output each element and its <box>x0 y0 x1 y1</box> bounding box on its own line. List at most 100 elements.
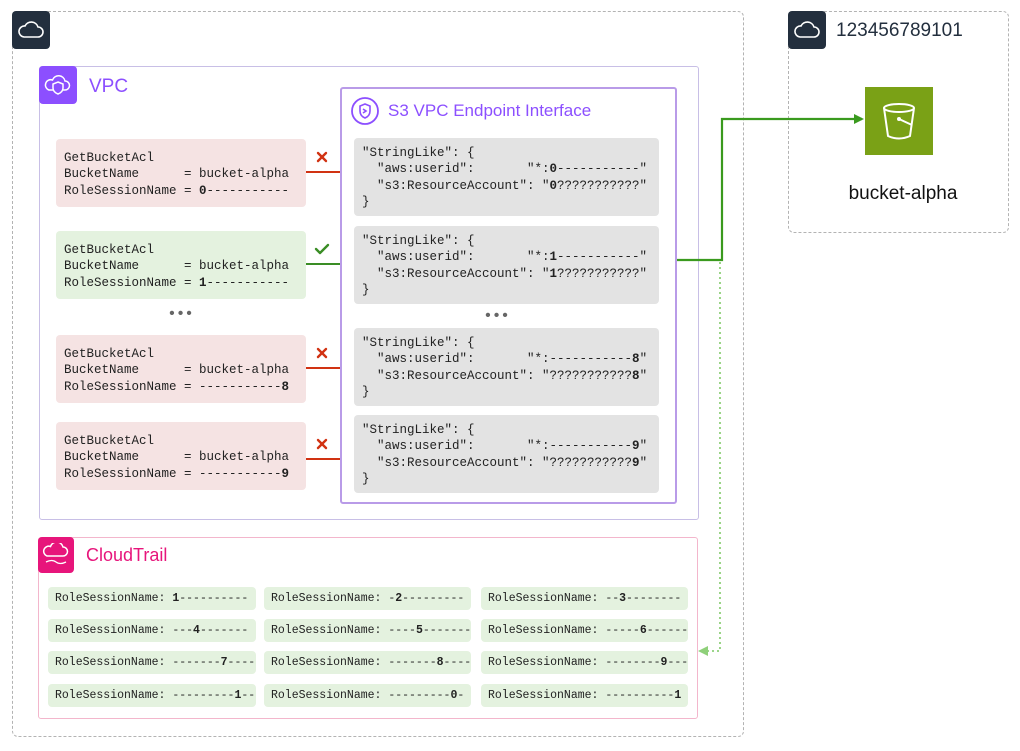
s3-bucket-badge <box>865 87 933 155</box>
log-entry: RoleSessionName: --3-------- <box>481 587 688 610</box>
account-digit: 9 <box>632 455 640 470</box>
policy-account: "s3:ResourceAccount": "???????????9" <box>362 455 651 471</box>
account-id: 123456789101 <box>836 20 963 41</box>
allow-check-icon <box>314 243 330 255</box>
policy-account: "s3:ResourceAccount": "1???????????" <box>362 266 651 282</box>
account-digit: 1 <box>549 266 558 281</box>
log-entry: RoleSessionName: ----------1 <box>481 684 688 707</box>
cloud-icon <box>18 21 44 38</box>
request-session: RoleSessionName = 0----------- <box>64 183 298 199</box>
cloudtrail-badge <box>38 537 74 573</box>
userid-suffix: " <box>639 352 648 367</box>
endpoint-label: S3 VPC Endpoint Interface <box>388 101 592 120</box>
policy-close: } <box>362 471 370 486</box>
arrow-to-bucket <box>677 114 864 262</box>
request-bucket: BucketName = bucket-alpha <box>64 363 290 378</box>
policy-card-2: "StringLike": { "aws:userid": "*:-------… <box>354 328 659 406</box>
account-suffix: ???????????" <box>557 266 648 281</box>
requests-ellipsis: ••• <box>169 305 195 322</box>
deny-x-icon <box>316 438 328 450</box>
account-prefix: "s3:ResourceAccount": "??????????? <box>362 455 633 470</box>
session-digit: 0 <box>199 183 207 198</box>
policy-open: "StringLike": { <box>362 234 475 248</box>
account-prefix: "s3:ResourceAccount": " <box>362 178 550 193</box>
request-session: RoleSessionName = -----------8 <box>64 379 298 395</box>
cloudtrail-container <box>38 537 698 719</box>
log-entry: RoleSessionName: -------8---- <box>264 651 471 674</box>
aws-account-boundary-right <box>788 11 1009 233</box>
log-entry: RoleSessionName: ---------1-- <box>48 684 256 707</box>
policy-card-1: "StringLike": { "aws:userid": "*:1------… <box>354 226 659 304</box>
deny-x-icon <box>316 347 328 359</box>
request-bucket: BucketName = bucket-alpha <box>64 167 290 182</box>
session-suffix: ----------- <box>206 183 290 198</box>
request-bucket: BucketName = bucket-alpha <box>64 259 290 274</box>
userid-prefix: "aws:userid": "*: <box>362 162 550 177</box>
endpoint-icon <box>351 97 379 125</box>
policy-userid: "aws:userid": "*:1-----------" <box>362 249 651 265</box>
userid-digit: 9 <box>632 439 640 454</box>
bucket-label: bucket-alpha <box>848 183 958 204</box>
request-bucket: BucketName = bucket-alpha <box>64 450 290 465</box>
account-digit: 0 <box>549 178 558 193</box>
cloud-icon <box>794 21 820 38</box>
session-digit: 1 <box>199 275 207 290</box>
policy-card-0: "StringLike": { "aws:userid": "*:0------… <box>354 138 659 216</box>
account-suffix: " <box>639 368 648 383</box>
policy-userid: "aws:userid": "*:-----------9" <box>362 438 651 454</box>
policy-account: "s3:ResourceAccount": "0???????????" <box>362 178 651 194</box>
account-prefix: "s3:ResourceAccount": " <box>362 266 550 281</box>
userid-suffix: -----------" <box>557 162 648 177</box>
request-action: GetBucketAcl <box>64 243 155 257</box>
account-suffix: ???????????" <box>557 178 648 193</box>
aws-cloud-badge-right <box>788 11 826 49</box>
policy-close: } <box>362 282 370 297</box>
log-entry: RoleSessionName: -----6------ <box>481 619 688 642</box>
vpc-endpoint-container <box>340 87 677 504</box>
request-action: GetBucketAcl <box>64 151 155 165</box>
userid-digit: 1 <box>549 250 558 265</box>
session-prefix: RoleSessionName = ----------- <box>64 379 282 394</box>
log-entry: RoleSessionName: ---------0- <box>264 684 471 707</box>
policy-open: "StringLike": { <box>362 336 475 350</box>
request-action: GetBucketAcl <box>64 434 155 448</box>
account-suffix: " <box>639 455 648 470</box>
deny-x-icon <box>316 151 328 163</box>
request-action: GetBucketAcl <box>64 347 155 361</box>
policy-userid: "aws:userid": "*:-----------8" <box>362 351 651 367</box>
session-suffix: ----------- <box>206 275 290 290</box>
log-entry: RoleSessionName: ---4------- <box>48 619 256 642</box>
policy-close: } <box>362 384 370 399</box>
vpc-badge <box>39 66 77 104</box>
session-prefix: RoleSessionName = ----------- <box>64 466 282 481</box>
policy-close: } <box>362 194 370 209</box>
account-prefix: "s3:ResourceAccount": "??????????? <box>362 368 633 383</box>
session-prefix: RoleSessionName = <box>64 183 200 198</box>
log-entry: RoleSessionName: -------7---- <box>48 651 256 674</box>
cloudtrail-label: CloudTrail <box>86 545 168 565</box>
policy-userid: "aws:userid": "*:0-----------" <box>362 161 651 177</box>
policy-open: "StringLike": { <box>362 423 475 437</box>
userid-prefix: "aws:userid": "*: <box>362 250 550 265</box>
arrow-to-cloudtrail <box>698 262 721 656</box>
policy-account: "s3:ResourceAccount": "???????????8" <box>362 368 651 384</box>
policy-card-3: "StringLike": { "aws:userid": "*:-------… <box>354 415 659 493</box>
vpc-container <box>39 66 699 520</box>
request-session: RoleSessionName = -----------9 <box>64 466 298 482</box>
policy-open: "StringLike": { <box>362 146 475 160</box>
vpc-shield-icon <box>44 74 71 95</box>
session-digit: 9 <box>281 466 290 481</box>
log-entry: RoleSessionName: --------9--- <box>481 651 688 674</box>
userid-prefix: "aws:userid": "*:----------- <box>362 439 633 454</box>
request-session: RoleSessionName = 1----------- <box>64 275 298 291</box>
userid-prefix: "aws:userid": "*:----------- <box>362 352 633 367</box>
cloudtrail-icon <box>43 543 69 565</box>
account-digit: 8 <box>632 368 640 383</box>
aws-cloud-badge-left <box>12 11 50 49</box>
userid-digit: 0 <box>549 162 558 177</box>
